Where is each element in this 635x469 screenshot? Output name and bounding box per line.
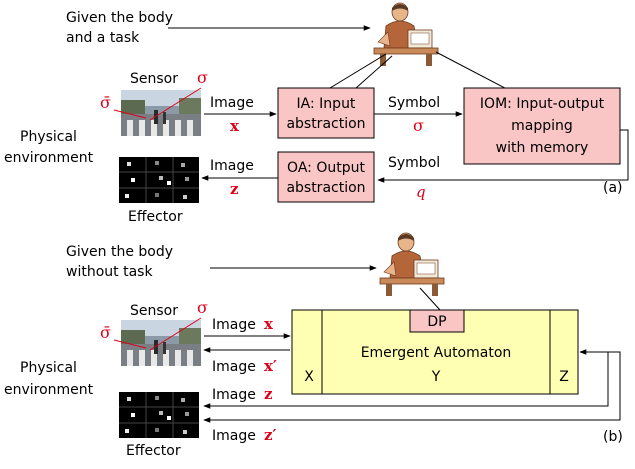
panel-a: Given the body and a task Sensor σ σ̄ Ph… [4, 2, 629, 225]
given-text-b-line1: Given the body [66, 244, 173, 260]
y-label: Y [431, 369, 441, 385]
iom-box-line2: mapping [511, 118, 573, 134]
dp-label: DP [427, 314, 446, 330]
effector-image-b [118, 391, 200, 439]
effector-label-a: Effector [128, 209, 183, 225]
iom-box-line3: with memory [496, 140, 589, 156]
x-label: X [304, 369, 314, 385]
dp-box [409, 309, 465, 333]
env-label-a-line2: environment [4, 150, 94, 166]
link-line [329, 53, 387, 89]
effector-label-b: Effector [126, 443, 181, 459]
person-icon [379, 232, 445, 297]
sigma-label-b: σ [197, 298, 208, 317]
symbol-out-symbol-a: q [416, 183, 426, 201]
sigma-ray [149, 317, 202, 351]
oa-box-line2: abstraction [286, 180, 365, 196]
automaton-label: Emergent Automaton [361, 345, 512, 361]
oa-box-line1: OA: Output [287, 160, 365, 176]
sigma-bar-ray [113, 339, 147, 349]
sensor-label-b: Sensor [130, 303, 178, 319]
link-line [419, 287, 441, 311]
image-xp-symbol-b: x′ [264, 357, 277, 375]
panel-tag-b: (b) [603, 429, 623, 445]
image-out-label-a: Image [210, 158, 254, 174]
sigma-bar-label-b: σ̄ [100, 323, 111, 342]
given-text-b-line2: without task [66, 264, 153, 280]
ia-box-line1: IA: Input [297, 96, 356, 112]
link-line [355, 55, 393, 89]
person-icon [373, 2, 439, 67]
oa-box [277, 151, 375, 203]
image-in-label-a: Image [210, 95, 254, 111]
sigma-bar-label-a: σ̄ [100, 93, 111, 112]
image-x-symbol-b: x [264, 315, 274, 333]
env-label-b-line2: environment [4, 382, 94, 398]
sigma-label-a: σ [197, 68, 208, 87]
z-label: Z [559, 369, 569, 385]
env-label-a-line1: Physical [20, 129, 77, 145]
sigma-bar-ray [113, 109, 147, 119]
image-zp-arrow-b [203, 349, 621, 423]
iom-box-line1: IOM: Input-output [480, 96, 605, 112]
effector-image-a [118, 156, 200, 204]
symbol-out-label-a: Symbol [388, 155, 440, 171]
env-label-b-line1: Physical [20, 360, 77, 376]
given-text-a-line1: Given the body [66, 10, 173, 26]
sigma-ray [149, 87, 202, 121]
symbol-out-arrow-a [377, 129, 629, 183]
ia-box [277, 87, 375, 139]
image-x-label-b: Image [212, 317, 256, 333]
symbol-in-symbol-a: σ [413, 116, 424, 135]
image-z-label-b: Image [212, 387, 256, 403]
image-zp-symbol-b: z′ [264, 426, 277, 444]
panel-b: Given the body without task Sensor σ σ̄ … [4, 232, 623, 459]
panel-tag-a: (a) [603, 180, 623, 196]
symbol-in-label-a: Symbol [388, 95, 440, 111]
image-zp-label-b: Image [212, 428, 256, 444]
image-in-symbol-a: x [230, 117, 240, 135]
image-xp-label-b: Image [212, 359, 256, 375]
given-text-a-line2: and a task [66, 30, 140, 46]
image-z-symbol-b: z [264, 385, 273, 403]
sensor-label-a: Sensor [130, 71, 178, 87]
iom-box [463, 87, 621, 165]
ia-box-line2: abstraction [286, 116, 365, 132]
image-out-symbol-a: z [230, 180, 239, 198]
